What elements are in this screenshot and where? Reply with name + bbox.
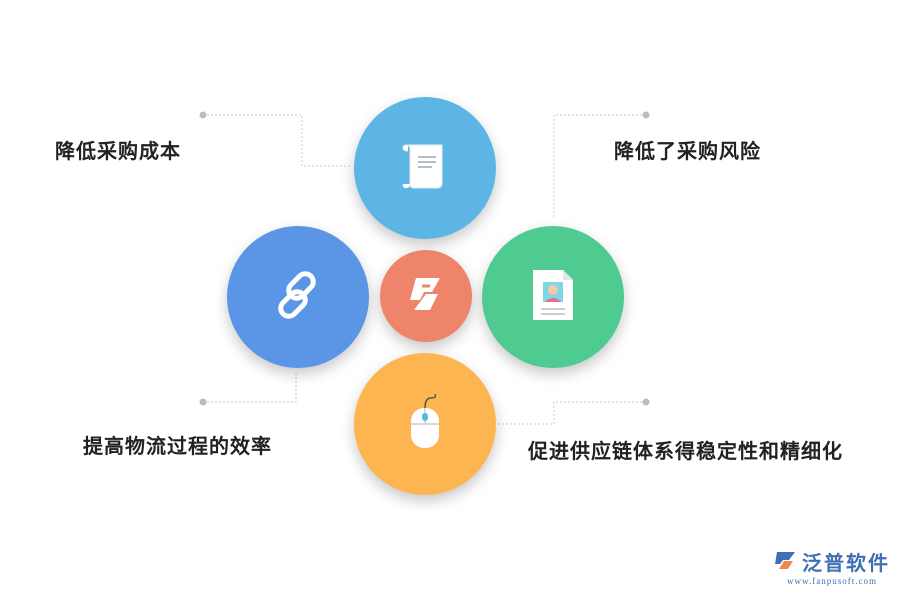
watermark-name: 泛普软件 bbox=[802, 551, 890, 575]
brand-logo-icon bbox=[406, 276, 446, 316]
connector-dot-bottom-right bbox=[642, 398, 650, 406]
connector-top-left bbox=[203, 114, 352, 167]
connector-bottom-left bbox=[203, 372, 297, 403]
chain-link-icon bbox=[273, 270, 323, 324]
connector-dot-top-left bbox=[199, 111, 207, 119]
scroll-icon bbox=[402, 141, 448, 195]
connector-top-right bbox=[553, 114, 646, 218]
watermark: 泛普软件 www.fanpusoft.com bbox=[774, 547, 890, 586]
watermark-url: www.fanpusoft.com bbox=[787, 576, 877, 586]
circle-left bbox=[227, 226, 369, 368]
label-bottom-left: 提高物流过程的效率 bbox=[83, 434, 272, 458]
label-top-right: 降低了采购风险 bbox=[614, 139, 761, 163]
circle-right bbox=[482, 226, 624, 368]
connector-dot-top-right bbox=[642, 111, 650, 119]
mouse-icon bbox=[405, 393, 445, 454]
circle-top bbox=[354, 97, 496, 239]
connector-dot-bottom-left bbox=[199, 398, 207, 406]
fanpu-logo-icon bbox=[774, 550, 798, 574]
label-top-left: 降低采购成本 bbox=[55, 139, 181, 163]
label-bottom-right: 促进供应链体系得稳定性和精细化 bbox=[528, 439, 843, 463]
circle-center bbox=[380, 250, 472, 342]
circle-bottom bbox=[354, 353, 496, 495]
id-document-icon bbox=[531, 268, 575, 326]
connector-bottom-right bbox=[497, 401, 646, 425]
